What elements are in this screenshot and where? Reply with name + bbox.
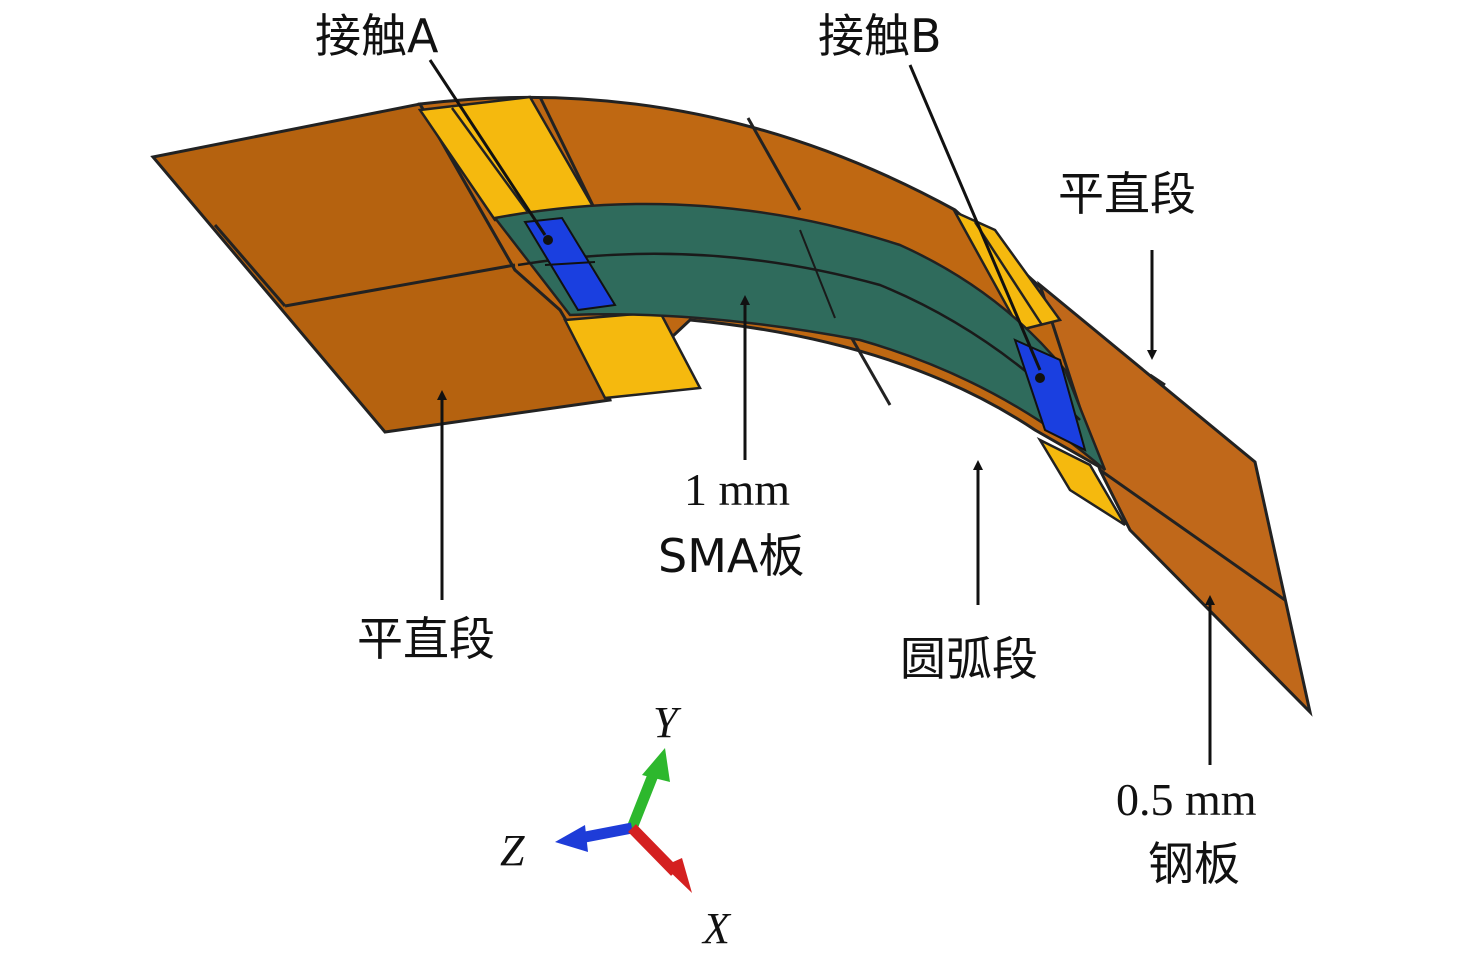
label-sma-plate: SMA板: [658, 529, 804, 583]
label-contact-b: 接触B: [818, 9, 942, 63]
label-steel-thickness: 0.5 mm: [1116, 774, 1257, 825]
contact-zones: [417, 95, 1127, 527]
leader-contact-b: [908, 64, 1042, 371]
steel-mesh-lines: [213, 96, 1286, 602]
leader-lines: [428, 59, 1215, 765]
axis-z-label: Z: [500, 826, 525, 875]
axis-z-arrow: [578, 822, 634, 844]
steel-plate-right-straight: [1036, 280, 1313, 717]
sma-contact-marker-b: [1013, 338, 1087, 452]
label-sma-thickness: 1 mm: [684, 464, 790, 515]
contact-zone-b-bottom: [1036, 436, 1127, 527]
label-arc-segment: 圆弧段: [900, 632, 1038, 686]
sma-plate-body: [492, 202, 1107, 471]
label-straight-right: 平直段: [1058, 167, 1196, 221]
axis-y-arrow: [626, 767, 661, 831]
label-contact-a: 接触A: [315, 9, 439, 63]
axis-y-label: Y: [653, 698, 682, 747]
leader-contact-a: [428, 59, 547, 236]
axis-x-label: X: [701, 904, 732, 953]
sma-plate: [492, 202, 1107, 471]
coordinate-triad: Y Z X: [500, 698, 732, 953]
label-steel-plate: 钢板: [1148, 837, 1240, 891]
label-straight-left: 平直段: [357, 612, 495, 666]
